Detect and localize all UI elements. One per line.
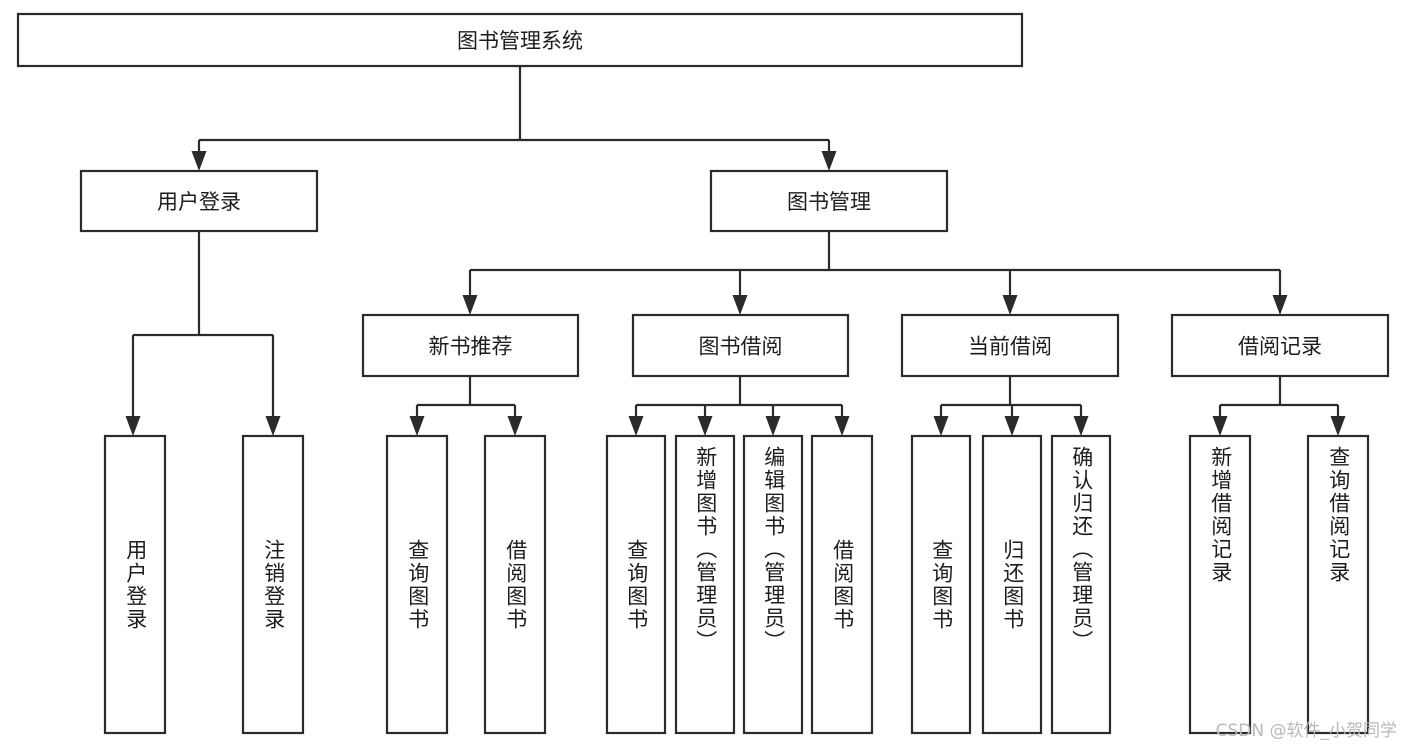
leaf-node-rect — [483, 434, 547, 735]
root-bus-arrow-1-head — [821, 151, 837, 171]
book-manage-bus-arrow-0-head — [462, 295, 478, 315]
leaf-node-3[interactable] — [483, 434, 547, 735]
borrow-book-bus-arrow-2-head — [765, 416, 781, 436]
root-bus-arrow-0-head — [191, 151, 207, 171]
book-manage-bus-arrow-2-head — [1002, 295, 1018, 315]
level2-node-1[interactable] — [709, 169, 949, 233]
leaf-node-7[interactable] — [810, 434, 874, 735]
leaf-node-rect — [103, 434, 167, 735]
leaf-node-1[interactable] — [241, 434, 305, 735]
borrow-book-bus-arrow-3-head — [834, 416, 850, 436]
level3-node-rect — [1170, 313, 1390, 378]
boxes-layer — [16, 12, 1390, 735]
level3-node-3[interactable] — [1170, 313, 1390, 378]
new-book-bus-arrow-1-head — [507, 416, 523, 436]
leaf-node-rect — [910, 434, 972, 735]
root-node[interactable] — [16, 12, 1024, 68]
leaf-node-rect — [674, 434, 736, 735]
borrow-record-bus-arrow-1-head — [1330, 416, 1346, 436]
user-login-bus-arrow-1-head — [265, 416, 281, 436]
current-borrow-bus-arrow-1-head — [1004, 416, 1020, 436]
leaf-node-8[interactable] — [910, 434, 972, 735]
level2-node-0[interactable] — [79, 169, 319, 233]
leaf-node-2[interactable] — [385, 434, 449, 735]
leaf-node-10[interactable] — [1050, 434, 1112, 735]
leaf-node-6[interactable] — [742, 434, 804, 735]
leaf-node-rect — [605, 434, 667, 735]
leaf-node-rect — [1050, 434, 1112, 735]
level3-node-2[interactable] — [900, 313, 1120, 378]
current-borrow-bus-arrow-0-head — [933, 416, 949, 436]
level2-node-label: 图书管理 — [787, 190, 871, 214]
level3-node-rect — [631, 313, 850, 378]
leaf-node-rect — [742, 434, 804, 735]
level2-node-rect — [79, 169, 319, 233]
borrow-book-bus-arrow-1-head — [697, 416, 713, 436]
level2-node-label: 用户登录 — [157, 190, 241, 214]
user-login-bus-arrow-0-head — [125, 416, 141, 436]
leaf-node-rect — [981, 434, 1043, 735]
level3-node-0[interactable] — [361, 313, 580, 378]
leaf-node-rect — [241, 434, 305, 735]
book-manage-bus-arrow-3-head — [1272, 295, 1288, 315]
borrow-book-bus-arrow-0-head — [628, 416, 644, 436]
current-borrow-bus-arrow-2-head — [1073, 416, 1089, 436]
level3-node-label: 图书借阅 — [699, 335, 783, 359]
leaf-node-rect — [810, 434, 874, 735]
leaf-node-11[interactable] — [1188, 434, 1252, 735]
leaf-node-9[interactable] — [981, 434, 1043, 735]
level2-node-rect — [709, 169, 949, 233]
leaf-node-rect — [385, 434, 449, 735]
level3-node-label: 新书推荐 — [429, 335, 513, 359]
leaf-node-0[interactable] — [103, 434, 167, 735]
level3-node-1[interactable] — [631, 313, 850, 378]
level3-node-label: 当前借阅 — [968, 335, 1052, 359]
root-node-label: 图书管理系统 — [457, 29, 583, 53]
level3-node-label: 借阅记录 — [1238, 335, 1322, 359]
root-node-rect — [16, 12, 1024, 68]
level3-node-rect — [900, 313, 1120, 378]
new-book-bus-arrow-0-head — [409, 416, 425, 436]
leaf-node-rect — [1306, 434, 1370, 735]
leaf-node-4[interactable] — [605, 434, 667, 735]
connectors-layer — [125, 66, 1346, 436]
level3-node-rect — [361, 313, 580, 378]
borrow-record-bus-arrow-0-head — [1212, 416, 1228, 436]
leaf-node-5[interactable] — [674, 434, 736, 735]
leaf-node-12[interactable] — [1306, 434, 1370, 735]
watermark: CSDN @软件_小贺同学 — [1215, 721, 1397, 741]
book-manage-bus-arrow-1-head — [732, 295, 748, 315]
leaf-node-rect — [1188, 434, 1252, 735]
